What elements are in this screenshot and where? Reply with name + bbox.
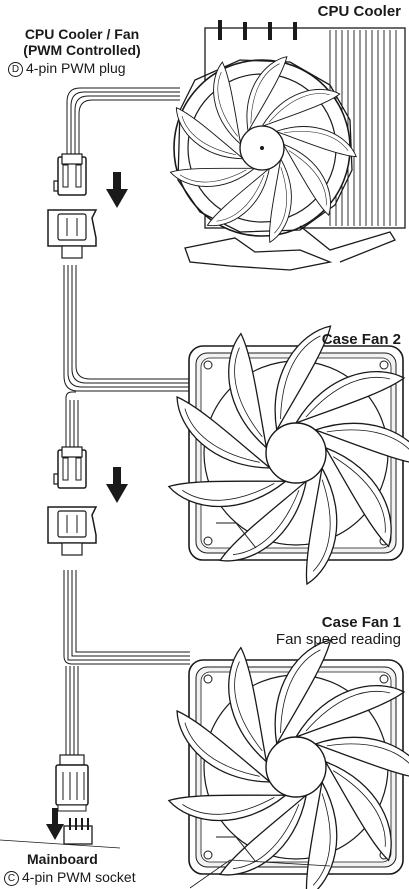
- case-fan-2-label: Case Fan 2: [321, 331, 401, 348]
- cpu-cooler-drawing: [168, 20, 406, 271]
- 4pin-connector-icon: [47, 506, 97, 556]
- fan-cables: [63, 87, 190, 760]
- plug-text: 4-pin PWM plug: [26, 60, 126, 76]
- 4pin-connector-icon: [47, 209, 97, 259]
- socket-text: 4-pin PWM socket: [22, 869, 136, 885]
- cpu-fan-title-line1: CPU Cooler / Fan: [24, 26, 140, 42]
- plug-marker: D: [8, 62, 23, 77]
- cpu-fan-title-line2: (PWM Controlled): [23, 42, 141, 58]
- 4pin-connector-icon: [55, 754, 89, 812]
- fan-speed-label: Fan speed reading: [275, 631, 401, 648]
- mainboard-header-icon: [0, 818, 331, 889]
- case-fan-1-label: Case Fan 1: [321, 614, 401, 631]
- down-arrow-icon: [106, 467, 128, 503]
- cpu-cooler-label: CPU Cooler: [317, 3, 401, 20]
- case-fan-1-drawing: [167, 635, 409, 889]
- 4pin-connector-icon: [53, 446, 87, 489]
- socket-marker: C: [4, 871, 19, 886]
- 4pin-connector-icon: [53, 153, 87, 196]
- down-arrow-icon: [46, 808, 64, 840]
- down-arrow-icon: [106, 172, 128, 208]
- case-fan-2-drawing: [167, 321, 409, 587]
- cpu-fan-title: CPU Cooler / Fan (PWM Controlled): [10, 26, 154, 58]
- mainboard-label: Mainboard: [27, 851, 98, 867]
